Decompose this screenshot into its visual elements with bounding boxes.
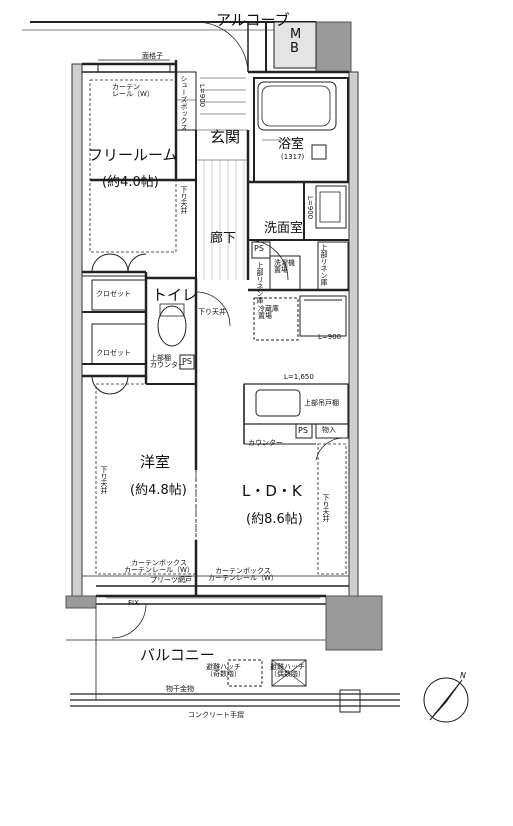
fix-label: FIX — [128, 599, 139, 607]
upper-cabinet-label: 上部吊戸棚 — [304, 399, 339, 407]
bath-size-label: (1317) — [281, 153, 305, 161]
hatch-even-label: 避難ハッチ （偶数階） — [270, 663, 305, 678]
shoe-len-label: L=900 — [198, 84, 206, 108]
hallway-label: 廊下 — [210, 231, 237, 246]
free-room-label: フリールーム — [88, 146, 178, 164]
lattice-label: 面格子 — [142, 52, 163, 60]
closet-lower — [91, 323, 147, 365]
toilet-bowl — [157, 305, 187, 347]
toilet-ceiling-label: 下り天井 — [198, 308, 226, 316]
linen-upper-small-label: 上部リネン庫 — [256, 262, 264, 304]
kitchen-sink — [255, 389, 301, 417]
wall-stub-bottom-left — [65, 595, 97, 609]
ldk-ceiling-label: 下り天井 — [322, 494, 330, 522]
storage-box — [315, 423, 349, 439]
kitchen-len-label: L=1,650 — [284, 373, 314, 381]
curtain-box-left-label: カーテンボックス カーテンレール（W） — [124, 559, 194, 574]
storage-label: 物入 — [322, 426, 336, 434]
linen-upper-label: 上部リネン庫 — [320, 244, 328, 286]
evac-hatch-even — [271, 659, 307, 687]
western-room-label: 洋室 — [140, 453, 171, 471]
mb-label-m: M — [290, 27, 302, 42]
washer-label: 洗濯機 置場 — [274, 259, 295, 274]
free-room-lowered-ceiling — [89, 79, 177, 253]
free-room-area: (約4.0帖) — [102, 175, 159, 190]
compass-circle — [423, 677, 469, 723]
fridge-label: 冷蔵庫 置場 — [258, 305, 279, 320]
free-room-ceiling-label: 下り天井 — [180, 186, 188, 214]
structural-column-top — [315, 21, 352, 73]
wash-len-label: L=900 — [306, 196, 314, 220]
toilet-ps-label: PS — [182, 357, 192, 366]
handrail-label: コンクリート手摺 — [188, 711, 244, 719]
toilet-ps — [179, 354, 195, 370]
curtain-rail-label: カーテン レール（W） — [112, 83, 154, 98]
evac-hatch-odd — [227, 659, 263, 687]
kitchen-ps — [295, 423, 313, 439]
fridge-space — [253, 297, 299, 341]
western-room-area: (約4.8帖) — [130, 483, 187, 498]
balcony-label: バルコニー — [140, 646, 215, 664]
toilet-counter-label: 上部棚 カウンター — [150, 354, 185, 369]
kitchen-ps-label: PS — [298, 426, 308, 435]
alcove-label: アルコーブ — [216, 11, 290, 29]
western-ceiling-label: 下り天井 — [100, 466, 108, 494]
kitchen-len-top-label: L=900 — [318, 333, 342, 341]
vanity — [315, 185, 347, 229]
mb-label-b: B — [290, 41, 299, 56]
exterior-wall-right — [348, 71, 359, 601]
north-label: N — [460, 671, 466, 680]
mb-box — [273, 21, 317, 69]
entrance-label: 玄関 — [210, 128, 241, 146]
ldk-area: (約8.6帖) — [246, 512, 303, 527]
compass-needle — [437, 679, 463, 711]
ldk-label: L・D・K — [242, 482, 302, 500]
hatch-odd-label: 避難ハッチ （奇数階） — [206, 663, 241, 678]
washroom-label: 洗面室 — [264, 221, 304, 236]
closet-upper-label: クロゼット — [96, 290, 131, 298]
curtain-box-right-label: カーテンボックス カーテンレール（W） — [208, 567, 278, 582]
closet-lower-label: クロゼット — [96, 349, 131, 357]
bathtub — [257, 81, 337, 131]
counter-label: カウンター — [248, 439, 283, 447]
pleats-screen-label: プリーツ網戸 — [150, 576, 192, 584]
shoe-box-label: シューズボックス — [180, 75, 188, 131]
exterior-wall-left — [71, 63, 83, 599]
drying-label: 物干金物 — [166, 685, 194, 693]
washroom-ps-label: PS — [254, 244, 264, 253]
bath-label: 浴室 — [278, 137, 305, 152]
cooktop — [299, 295, 347, 337]
toilet-label: トイレ — [152, 286, 198, 304]
structural-column-bottom — [325, 595, 383, 651]
drain — [339, 689, 361, 713]
western-room-ceiling — [95, 383, 197, 575]
